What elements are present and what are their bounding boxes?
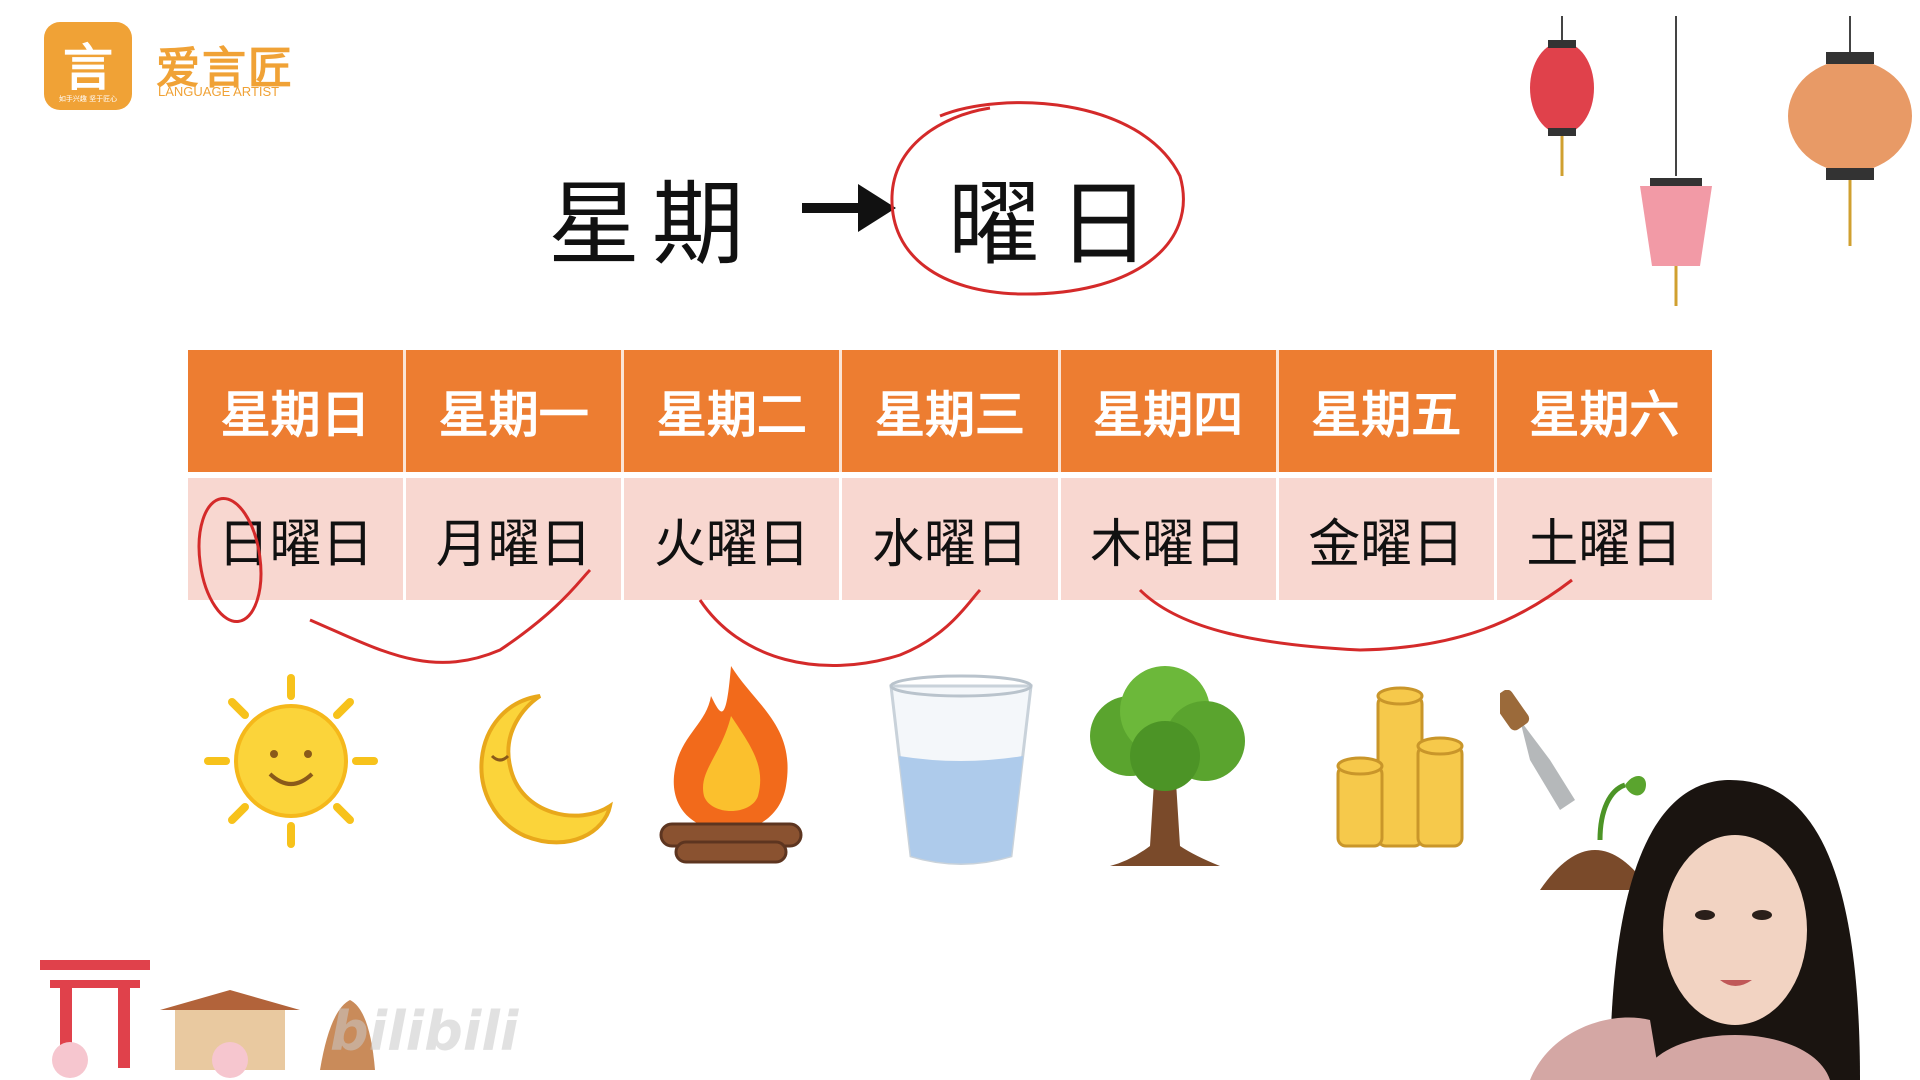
right-arrow-icon xyxy=(802,184,896,232)
pen-annotations xyxy=(197,496,1573,667)
sun-icon xyxy=(204,674,378,848)
chinese-row: 星期日 星期一 星期二 星期三 星期四 星期五 星期六 xyxy=(188,350,1712,475)
heading-chinese: 星期 xyxy=(548,171,757,278)
header-cell-friday: 星期五 xyxy=(1275,350,1496,475)
brand-subtitle: LANGUAGE ARTIST xyxy=(158,84,280,99)
japanese-row: 日曜日 月曜日 火曜日 水曜日 木曜日 金曜日 土曜日 xyxy=(188,472,1712,600)
weekday-table: 星期日 星期一 星期二 星期三 星期四 星期五 星期六 日曜日 月曜日 火曜日 … xyxy=(188,350,1712,600)
water-glass-icon xyxy=(889,674,1033,865)
header-cell-tuesday: 星期二 xyxy=(621,350,841,475)
fire-icon xyxy=(659,666,803,864)
value-cell-wednesday: 水曜日 xyxy=(839,472,1060,600)
value-cell-thursday: 木曜日 xyxy=(1057,472,1278,600)
value-cell-sunday: 日曜日 xyxy=(188,472,405,600)
header-cell-saturday: 星期六 xyxy=(1493,350,1712,475)
value-cell-tuesday: 火曜日 xyxy=(621,472,841,600)
header-cell-thursday: 星期四 xyxy=(1057,350,1278,475)
logo-glyph: 言 xyxy=(63,38,113,97)
heading-japanese: 曜日 xyxy=(948,171,1169,278)
gold-coins-icon xyxy=(1336,686,1464,848)
value-cell-monday: 月曜日 xyxy=(403,472,623,600)
lanterns-decoration xyxy=(1530,16,1912,306)
header-cell-sunday: 星期日 xyxy=(188,350,405,475)
logo-tagline: 如手兴趣 坚于匠心 xyxy=(58,95,118,103)
soil-sprout-icon xyxy=(1500,690,1650,890)
header-cell-wednesday: 星期三 xyxy=(839,350,1060,475)
tree-icon xyxy=(1090,666,1245,866)
presenter-avatar xyxy=(1530,780,1860,1080)
brand-logo: 言 如手兴趣 坚于匠心 xyxy=(44,22,132,110)
value-cell-friday: 金曜日 xyxy=(1275,472,1496,600)
header-cell-monday: 星期一 xyxy=(403,350,623,475)
value-cell-saturday: 土曜日 xyxy=(1493,472,1712,600)
moon-icon xyxy=(479,694,613,845)
temple-decoration xyxy=(40,960,375,1078)
site-watermark: bilibili xyxy=(330,1000,519,1063)
brand-name: 爱言匠 xyxy=(156,43,294,94)
circle-annotation xyxy=(890,101,1185,296)
